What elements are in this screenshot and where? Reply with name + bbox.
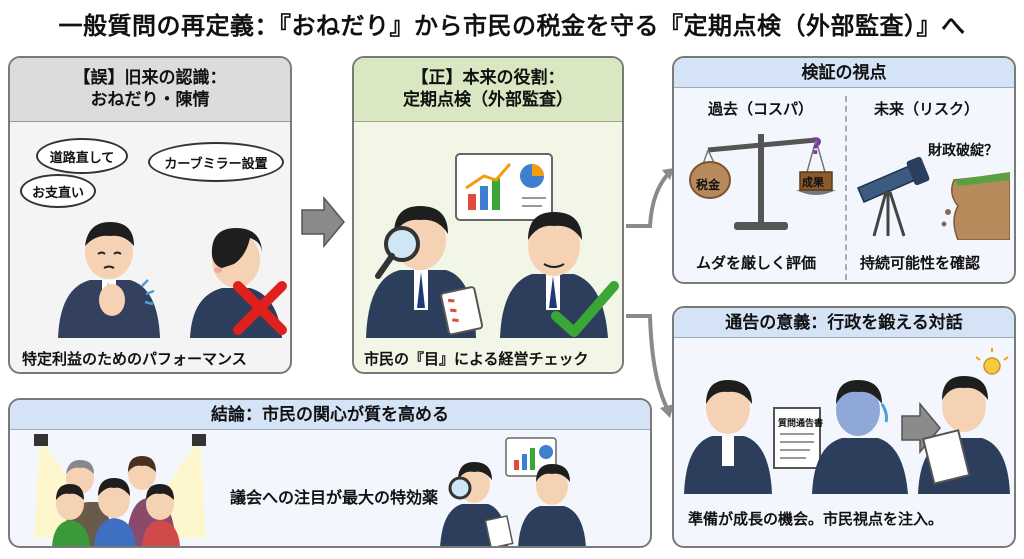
panel-verification-heading: 検証の視点 [674,58,1014,88]
future-question: 財政破綻？ [928,143,998,159]
panel-notice-heading: 通告の意義：行政を鍛える対話 [674,308,1014,338]
panel-new-heading-line2: 定期点検（外部監査） [403,90,573,110]
citizen-crowd-icon [52,456,180,546]
speech-bubble-request: お支直い [20,174,96,208]
bubble-text-mirror: カーブミラー設置 [164,156,268,172]
petition-illustration [58,222,287,338]
bubble-text-road: 道路直して [49,150,115,166]
panel-verification: 検証の視点 過去（コスパ） 未来（リスク） ? 税金 成果 財政破綻？ ムダを厳… [672,56,1016,284]
panel-new-view: 【正】本来の役割： 定期点検（外部監査） [352,56,624,374]
panel-old-view: 【誤】旧来の認識： おねだり・陳情 道路直して カーブミラー設置 お支直い 特定… [8,56,292,374]
speech-bubble-mirror: カーブミラー設置 [148,142,284,182]
bubble-text-request: お支直い [31,185,84,201]
future-title: 未来（リスク） [874,100,980,118]
stressed-official-figure [812,380,908,494]
arrow-right-icon [301,196,345,248]
red-cross-icon [233,281,287,335]
balance-scale-icon: ? [689,134,836,230]
scale-label-result: 成果 [802,176,824,189]
speech-bubble-road: 道路直して [36,138,128,174]
spotlight-crowd-illustration [34,434,206,546]
telescope-cliff-icon [857,156,1010,240]
panel-notice: 通告の意義：行政を鍛える対話 [672,306,1016,548]
notice-paper-label: 質問通告書 [778,419,824,429]
scale-label-tax: 税金 [696,178,721,192]
citizen-figure [58,222,160,338]
panel-new-heading-line1: 【正】本来の役割： [411,68,565,88]
notice-paper-icon [773,407,821,469]
panel-old-heading-line1: 【誤】旧来の認識： [73,68,227,88]
inspector-figure [366,206,484,338]
dialogue-illustration [684,348,1010,494]
future-caption: 持続可能性を確認 [860,254,981,272]
past-title: 過去（コスパ） [708,100,814,118]
panel-conclusion: 結論：市民の関心が質を高める 議会への注目が最大の特効薬 [8,398,652,548]
audit-illustration [366,153,619,338]
prepared-official-figure [918,348,1010,494]
panel-old-heading: 【誤】旧来の認識： おねだり・陳情 [10,58,290,122]
dashed-divider [845,96,847,280]
panel-conclusion-body: 議会への注目が最大の特効薬 [230,488,439,507]
green-check-icon [551,281,619,337]
panel-old-heading-line2: おねだり・陳情 [90,90,210,110]
panel-conclusion-heading: 結論：市民の関心が質を高める [10,400,650,430]
councillor-figure [684,380,772,494]
connector-arrows [626,168,674,418]
panel-old-caption: 特定利益のためのパフォーマンス [22,350,247,368]
audit-mini-illustration [440,437,586,546]
page-title: 一般質問の再定義：『おねだり』から市民の税金を守る『定期点検（外部監査）』へ [58,12,966,40]
panel-new-caption: 市民の『目』による経営チェック [364,350,589,368]
svg-text:?: ? [810,135,823,160]
chart-board-icon [455,153,553,221]
panel-new-heading: 【正】本来の役割： 定期点検（外部監査） [354,58,622,122]
past-caption: ムダを厳しく評価 [696,254,817,272]
panel-notice-caption: 準備が成長の機会。市民視点を注入。 [688,510,944,528]
